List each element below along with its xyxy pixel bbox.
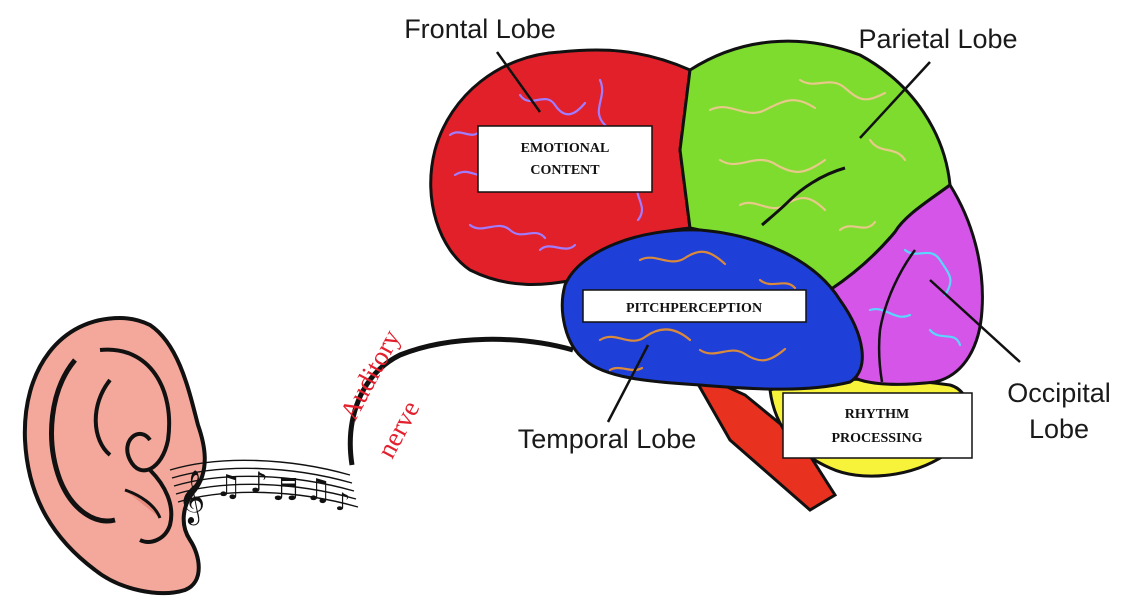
emotional-content-line1: EMOTIONAL (521, 141, 610, 156)
emotional-content-box: EMOTIONAL CONTENT (478, 126, 652, 192)
pitch-perception-box: PITCHPERCEPTION (583, 290, 806, 322)
svg-text:♫: ♫ (215, 469, 242, 504)
frontal-lobe-label: Frontal Lobe (404, 14, 556, 44)
svg-text:♫: ♫ (305, 473, 332, 508)
svg-text:♪: ♪ (335, 488, 350, 516)
pitch-perception-label: PITCHPERCEPTION (626, 301, 762, 316)
svg-text:♬: ♬ (272, 473, 299, 508)
rhythm-processing-box: RHYTHM PROCESSING (783, 393, 972, 458)
parietal-lobe-label: Parietal Lobe (858, 24, 1017, 54)
temporal-lobe-label: Temporal Lobe (518, 424, 697, 454)
occipital-lobe-label-line2: Lobe (1029, 414, 1089, 444)
svg-text:♪: ♪ (250, 466, 268, 499)
rhythm-processing-line2: PROCESSING (831, 431, 922, 446)
music-notes-icon: 𝄞 ♫ ♪ ♬ ♫ ♪ (170, 460, 358, 525)
auditory-nerve-label-line2: nerve (371, 396, 426, 463)
rhythm-processing-line1: RHYTHM (845, 407, 910, 422)
occipital-lobe-label-line1: Occipital (1007, 378, 1111, 408)
svg-text:𝄞: 𝄞 (178, 469, 205, 525)
emotional-content-line2: CONTENT (530, 163, 600, 178)
ear-icon (25, 318, 205, 593)
